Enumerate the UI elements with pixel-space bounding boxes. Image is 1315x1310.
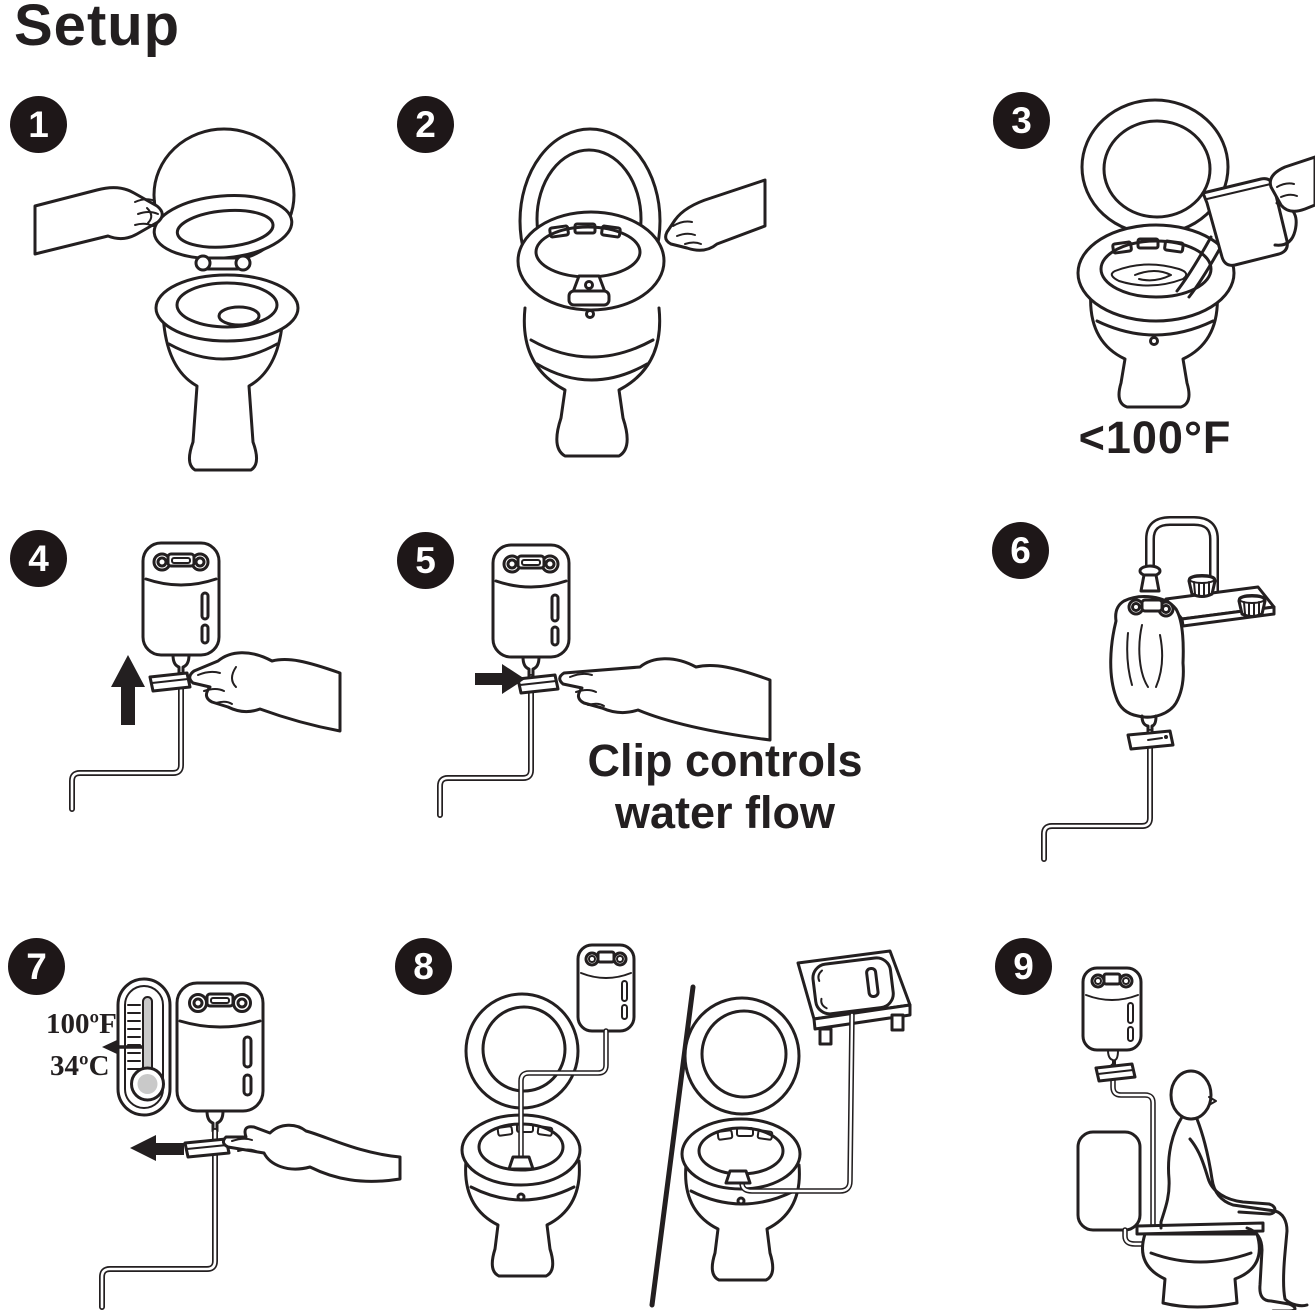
arrow-right-icon — [475, 664, 525, 694]
hand-icon — [188, 651, 342, 733]
pitcher-icon — [1201, 177, 1298, 267]
water-bag-hanging — [1109, 595, 1185, 734]
step-4-illustration-clip-up-icon — [69, 541, 342, 812]
step-3-illustration-pouring-water-icon — [1076, 98, 1315, 409]
hand-icon — [33, 186, 164, 256]
tube — [1110, 1063, 1156, 1230]
tube — [437, 674, 534, 818]
arrow-left-icon — [130, 1135, 184, 1161]
tube — [69, 672, 184, 812]
step-1-illustration-hand-lifting-toilet-seat-icon — [33, 127, 300, 472]
water-bag — [576, 943, 636, 1033]
flow-clip — [516, 673, 560, 695]
toilet-bowl-body — [522, 306, 662, 458]
step-6-illustration-bag-on-faucet-icon — [1041, 516, 1276, 862]
seated-person — [1159, 1069, 1309, 1310]
step-9-illustration-person-seated-icon — [1076, 966, 1309, 1310]
step-5-badge: 5 — [397, 532, 454, 589]
page-title: Setup — [14, 0, 181, 58]
flow-clip — [1094, 1062, 1137, 1083]
hand-icon — [1268, 155, 1315, 213]
flow-clip — [1126, 729, 1175, 751]
arrow-left-small-icon — [102, 1040, 144, 1054]
toilet-side-view — [1135, 1221, 1265, 1309]
step-2-badge: 2 — [397, 96, 454, 153]
toilet-lid-open — [464, 992, 580, 1110]
step-8-illustration-two-hanging-options-icon — [460, 943, 912, 1308]
celsius-label: 34ºC — [50, 1050, 110, 1082]
temperature-caption: <100°F — [1078, 412, 1232, 463]
step-2-illustration-placing-basin-icon — [516, 127, 767, 458]
bidet-basin — [680, 1117, 802, 1191]
water-bag — [175, 981, 265, 1133]
step-8-badge: 8 — [395, 938, 452, 995]
flow-clip — [183, 1137, 231, 1159]
faucet-icon — [1138, 516, 1219, 596]
toilet-bowl-rim — [154, 273, 300, 343]
water-tank — [1076, 1130, 1160, 1247]
clip-caption: Clip controls water flow — [587, 735, 863, 839]
toilet-lid-open — [683, 996, 801, 1116]
water-bag — [141, 541, 221, 677]
bidet-basin — [516, 210, 666, 319]
flow-clip — [148, 671, 192, 693]
toilet-seat-lifted — [152, 194, 294, 260]
hand-icon — [558, 657, 772, 742]
faucet-knob — [1237, 594, 1267, 618]
water-bag — [1081, 966, 1143, 1067]
toilet-bowl-body — [1089, 289, 1219, 409]
step-9-badge: 9 — [995, 938, 1052, 995]
tube — [724, 1012, 855, 1194]
seat-hinge — [194, 254, 252, 272]
tube — [99, 1128, 218, 1310]
step-5-illustration-clip-sideways-icon — [437, 543, 772, 818]
faucet-knob — [1187, 574, 1217, 598]
fahrenheit-label: 100ºF — [46, 1008, 117, 1040]
arrow-up-icon — [111, 655, 145, 725]
step-4-badge: 4 — [10, 530, 67, 587]
toilet-bowl-body — [464, 1159, 581, 1278]
hand-icon — [221, 1123, 402, 1183]
step-6-badge: 6 — [992, 522, 1049, 579]
step-3-badge: 3 — [993, 92, 1050, 149]
faucet-deck — [1164, 574, 1276, 628]
tube — [507, 1028, 609, 1171]
toilet-lid-open — [1080, 98, 1230, 236]
step-7-badge: 7 — [8, 938, 65, 995]
water-bag-lying-flat — [811, 956, 895, 1016]
toilet-pedestal — [161, 310, 285, 472]
water-bag — [491, 543, 571, 679]
step-1-badge: 1 — [10, 96, 67, 153]
tube — [1041, 729, 1153, 862]
step-7-illustration-thermometer-icon — [99, 977, 402, 1310]
hand-icon — [664, 178, 767, 252]
